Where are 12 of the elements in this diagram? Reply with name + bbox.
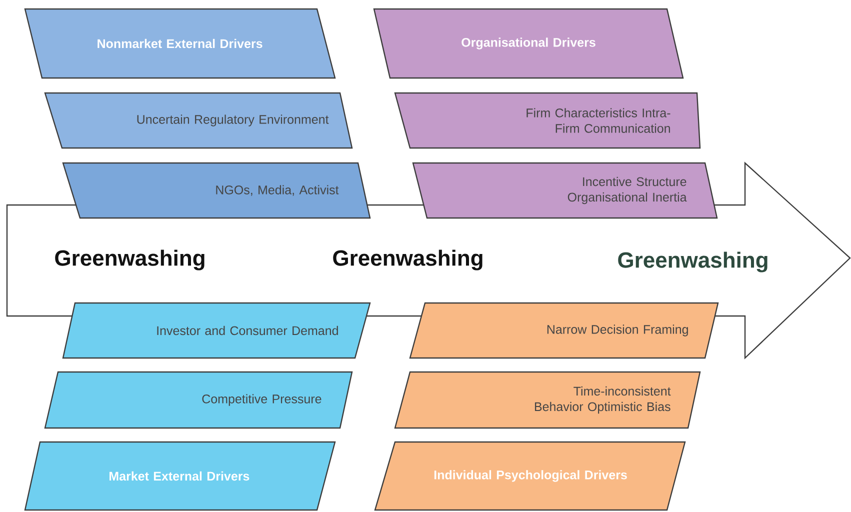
driver-parallelogram: Time-inconsistent Behavior Optimistic Bias [394,371,701,429]
heading-parallelogram: Nonmarket External Drivers [24,8,336,79]
heading-parallelogram: Organisational Drivers [373,8,684,79]
heading-parallelogram: Market External Drivers [24,441,336,511]
driver-parallelogram: Competitive Pressure [44,371,353,429]
driver-parallelogram: Investor and Consumer Demand [62,302,371,359]
driver-parallelogram: Narrow Decision Framing [409,302,719,359]
driver-parallelogram: NGOs, Media, Activist [62,162,371,219]
heading-parallelogram: Individual Psychological Drivers [374,441,686,511]
driver-parallelogram: Uncertain Regulatory Environment [44,92,353,149]
driver-parallelogram: Firm Characteristics Intra-Firm Communication [394,92,701,149]
driver-parallelogram: Incentive Structure Organisational Inertia [412,162,718,219]
